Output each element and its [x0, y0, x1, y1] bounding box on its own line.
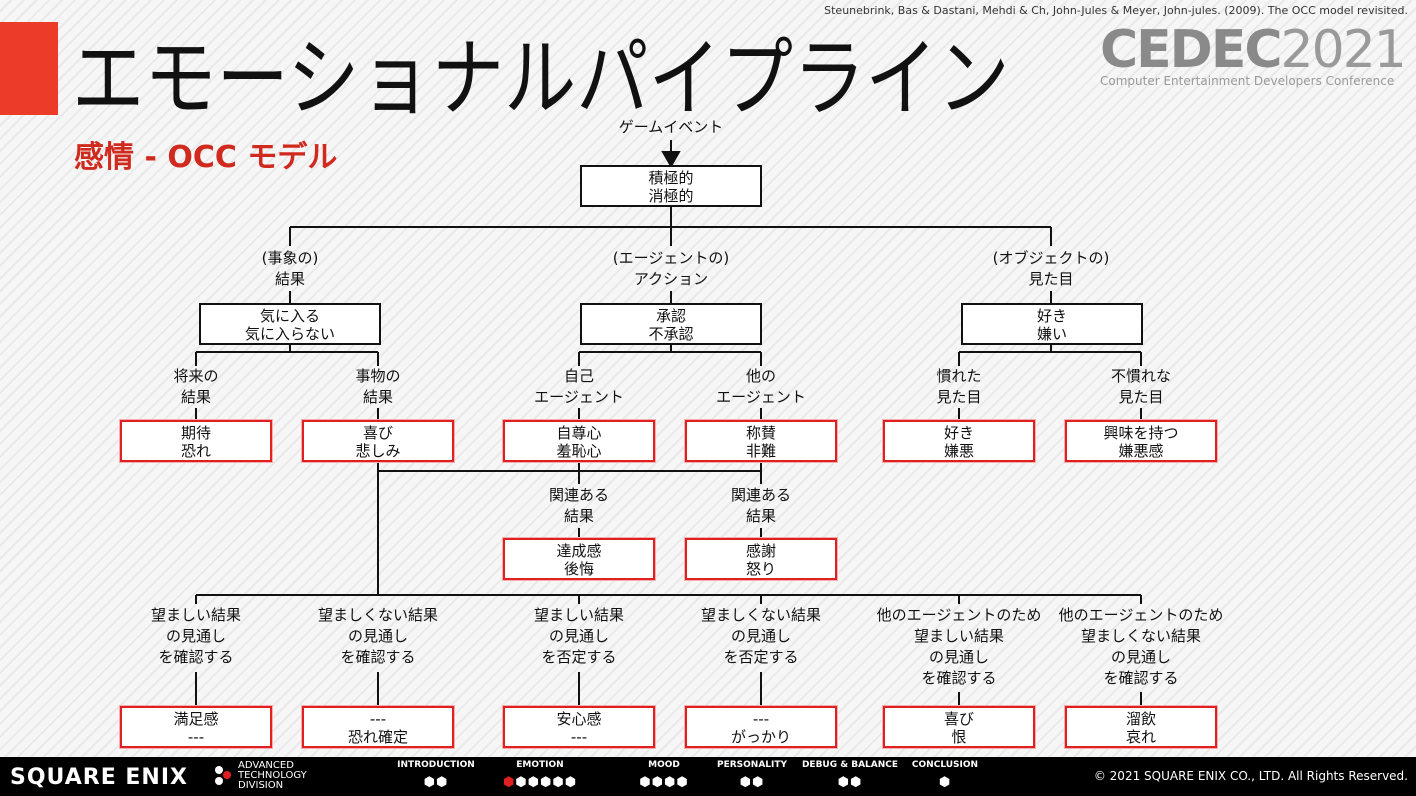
nav-introduction[interactable]: INTRODUCTION: [397, 760, 475, 770]
progress-dots-icon: ⬢⬢: [837, 775, 863, 790]
emotion-box: 称賛 非難: [685, 420, 837, 462]
sub-label: 他の エージェント: [716, 367, 806, 406]
progress-dots-icon: ⬢⬢⬢⬢⬢⬢: [502, 775, 578, 790]
branch-label-objects: (オブジェクトの) 見た目: [992, 249, 1110, 288]
outcome-box: --- がっかり: [685, 706, 837, 748]
progress-dots-icon: ⬢: [938, 775, 952, 790]
nav-emotion[interactable]: EMOTION: [516, 760, 564, 770]
branch-label-events: (事象の) 結果: [261, 249, 319, 288]
outcome-label: 望ましい結果 の見通し を否定する: [533, 606, 625, 666]
emotion-box: 好き 嫌悪: [883, 420, 1035, 462]
citation: Steunebrink, Bas & Dastani, Mehdi & Ch, …: [824, 4, 1408, 17]
outcome-label: 望ましくない結果 の見通し を否定する: [700, 606, 822, 666]
outcome-label: 他のエージェントのため 望ましい結果 の見通し を確認する: [876, 606, 1042, 687]
outcome-label: 他のエージェントのため 望ましくない結果 の見通し を確認する: [1058, 606, 1224, 687]
logo-name: CEDEC: [1100, 20, 1283, 80]
nav-personality[interactable]: PERSONALITY: [716, 760, 788, 770]
page-subtitle: 感情 - OCC モデル: [74, 140, 338, 175]
sub-label: 事物の 結果: [355, 367, 401, 406]
branch-box-events: 気に入る 気に入らない: [199, 303, 381, 345]
copyright: © 2021 SQUARE ENIX CO., LTD. All Rights …: [1093, 769, 1408, 783]
logo-year: 2021: [1280, 20, 1407, 80]
sub-label: 自己 エージェント: [534, 367, 624, 406]
sub-label: 慣れた 見た目: [936, 367, 982, 406]
outcome-box: --- 恐れ確定: [302, 706, 454, 748]
branch-box-objects: 好き 嫌い: [961, 303, 1143, 345]
sub-label: 不慣れな 見た目: [1110, 367, 1172, 406]
outcome-box: 喜び 恨: [883, 706, 1035, 748]
square-enix-logo: SQUARE ENIX: [10, 765, 188, 790]
compound-label: 関連ある 結果: [548, 486, 610, 525]
compound-label: 関連ある 結果: [730, 486, 792, 525]
compound-emotion-box: 達成感 後悔: [503, 538, 655, 580]
nav-debug-balance[interactable]: DEBUG & BALANCE: [801, 760, 899, 770]
progress-dots-icon: ⬢⬢⬢⬢: [639, 775, 689, 790]
valence-box: 積極的 消極的: [580, 165, 762, 207]
division-logo: ADVANCED TECHNOLOGY DIVISION: [238, 760, 307, 791]
branch-label-actions: (エージェントの) アクション: [612, 249, 730, 288]
cedec-logo: CEDEC2021 Computer Entertainment Develop…: [1100, 24, 1407, 88]
accent-square: [0, 22, 58, 115]
emotion-box: 期待 恐れ: [120, 420, 272, 462]
logo-tagline: Computer Entertainment Developers Confer…: [1100, 74, 1395, 88]
footer-bar: SQUARE ENIX ADVANCED TECHNOLOGY DIVISION…: [0, 757, 1416, 796]
emotion-box: 自尊心 羞恥心: [503, 420, 655, 462]
compound-emotion-box: 感謝 怒り: [685, 538, 837, 580]
page-title: エモーショナルパイプライン: [72, 29, 1010, 129]
outcome-label: 望ましい結果 の見通し を確認する: [150, 606, 242, 666]
outcome-box: 安心感 ---: [503, 706, 655, 748]
root-event-label: ゲームイベント: [618, 118, 724, 136]
outcome-box: 溜飲 哀れ: [1065, 706, 1217, 748]
progress-dots-icon: ⬢⬢: [423, 775, 449, 790]
sub-label: 将来の 結果: [173, 367, 219, 406]
emotion-box: 興味を持つ 嫌悪感: [1065, 420, 1217, 462]
progress-dots-icon: ⬢⬢: [739, 775, 765, 790]
nav-mood[interactable]: MOOD: [648, 760, 680, 770]
emotion-box: 喜び 悲しみ: [302, 420, 454, 462]
outcome-box: 満足感 ---: [120, 706, 272, 748]
hexagon-logo-icon: [215, 766, 231, 785]
nav-conclusion[interactable]: CONCLUSION: [911, 760, 979, 770]
outcome-label: 望ましくない結果 の見通し を確認する: [317, 606, 439, 666]
branch-box-actions: 承認 不承認: [580, 303, 762, 345]
